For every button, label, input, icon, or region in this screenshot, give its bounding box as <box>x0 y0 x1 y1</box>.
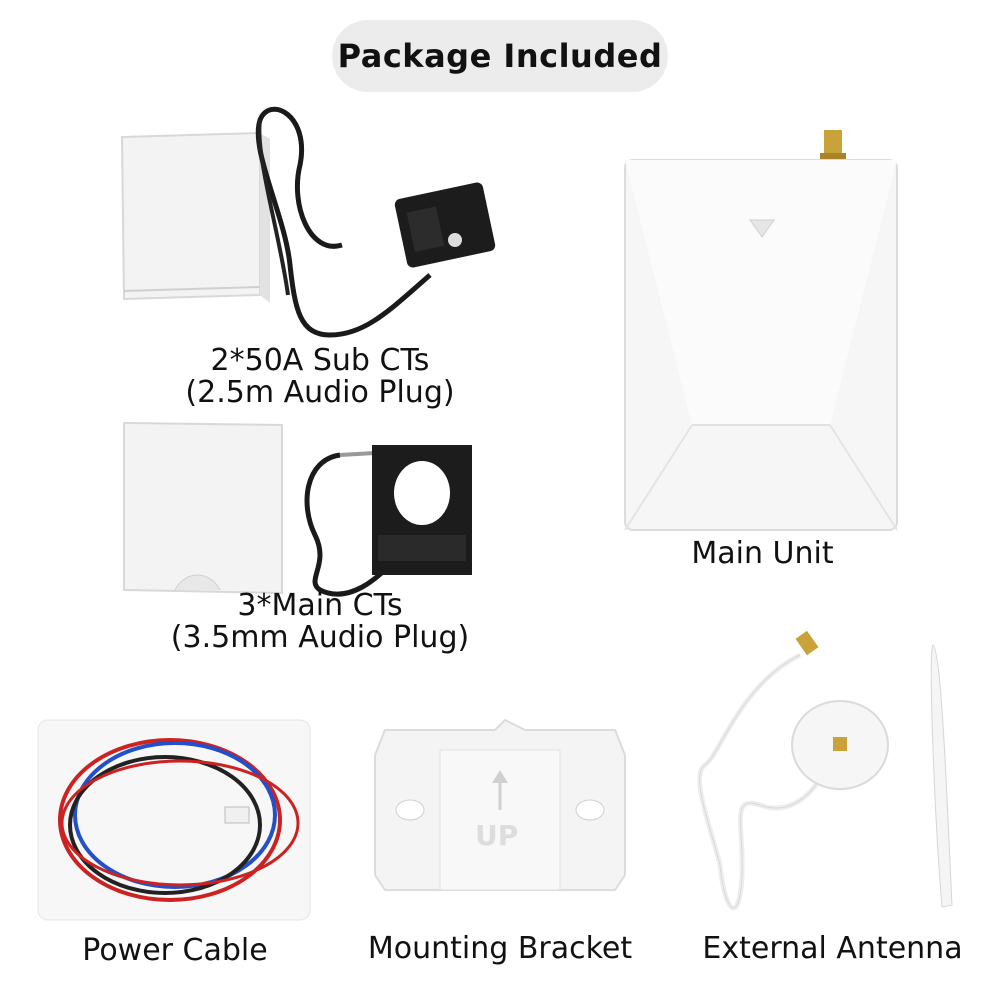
sub-ct-box-image <box>120 131 270 303</box>
main-unit-label: Main Unit <box>691 536 834 571</box>
power-cable-image <box>37 719 311 921</box>
mounting-bracket-item: UP Mounting Bracket <box>345 715 655 975</box>
main-cts-label-line2: (3.5mm Audio Plug) <box>170 620 470 655</box>
main-ct-clamp-image <box>304 445 472 597</box>
external-antenna-image <box>697 630 953 911</box>
title-badge: Package Included <box>332 20 668 92</box>
mounting-bracket-label: Mounting Bracket <box>367 931 633 966</box>
sub-cts-item: 2*50A Sub CTs (2.5m Audio Plug) <box>110 95 530 425</box>
sub-ct-clamp-image <box>255 106 496 338</box>
main-cts-item: 3*Main CTs (3.5mm Audio Plug) <box>110 415 530 675</box>
external-antenna-item: External Antenna <box>680 625 985 975</box>
sub-cts-label-line2: (2.5m Audio Plug) <box>185 375 455 410</box>
page-title: Package Included <box>337 37 663 75</box>
sub-cts-label-line1: 2*50A Sub CTs <box>210 343 430 378</box>
main-unit-image <box>624 130 898 531</box>
power-cable-label: Power Cable <box>82 933 268 968</box>
bracket-up-emboss: UP <box>475 819 518 852</box>
mounting-bracket-image: UP <box>374 718 626 891</box>
power-cable-item: Power Cable <box>30 715 320 975</box>
main-cts-label-line1: 3*Main CTs <box>237 588 403 623</box>
main-ct-box-image <box>123 421 283 595</box>
external-antenna-label: External Antenna <box>702 931 963 966</box>
main-unit-item: Main Unit <box>620 125 905 585</box>
